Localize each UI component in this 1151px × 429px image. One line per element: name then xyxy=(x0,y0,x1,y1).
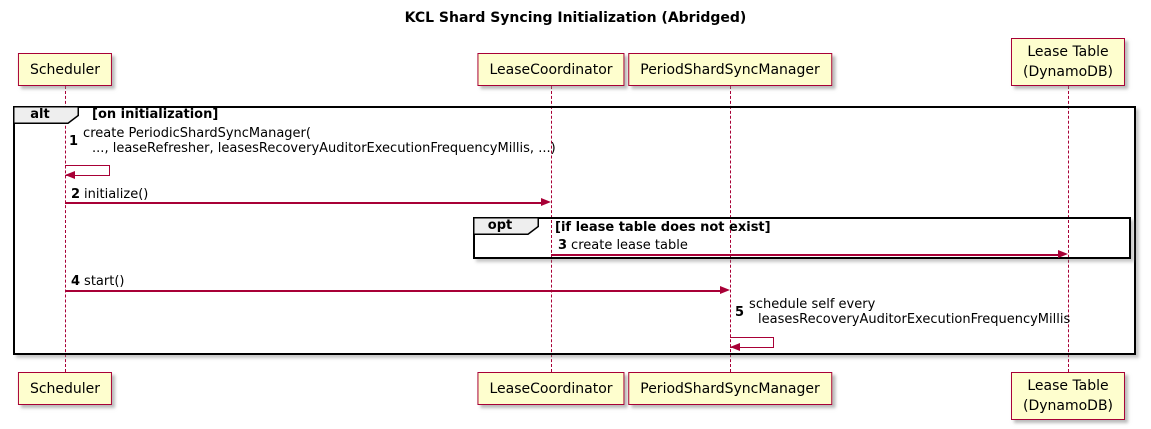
message-5-arrowhead xyxy=(730,343,740,351)
message-4-arrow-line xyxy=(65,290,724,292)
opt-frame-label-shape xyxy=(473,217,539,235)
opt-frame xyxy=(473,217,1131,259)
message-1-number: 1 xyxy=(69,133,79,149)
lifeline-lease-coordinator xyxy=(551,86,552,372)
participant-label: Scheduler xyxy=(29,61,101,78)
message-4-text: start() xyxy=(84,274,125,289)
message-1-line2: ..., leaseRefresher, leasesRecoveryAudit… xyxy=(92,141,556,156)
opt-frame-label: opt xyxy=(487,218,513,233)
message-2-text: initialize() xyxy=(84,187,149,202)
alt-condition: [on initialization] xyxy=(92,107,219,122)
message-2-arrow-line xyxy=(65,202,545,204)
lifeline-period-shard-sync-manager xyxy=(730,86,731,372)
participant-label: PeriodShardSyncManager xyxy=(640,61,820,78)
participant-scheduler-bottom: Scheduler xyxy=(17,372,113,405)
opt-condition: [if lease table does not exist] xyxy=(555,220,771,235)
participant-label-line2: (DynamoDB) xyxy=(1022,398,1114,414)
participant-lease-coordinator-top: LeaseCoordinator xyxy=(477,53,625,86)
message-3-arrow-line xyxy=(551,254,1062,256)
participant-period-shard-sync-manager-top: PeriodShardSyncManager xyxy=(628,53,832,86)
message-1: 1 create PeriodicShardSyncManager( ..., … xyxy=(69,126,556,156)
lifeline-lease-table xyxy=(1068,86,1069,372)
message-5-line2: leasesRecoveryAuditorExecutionFrequencyM… xyxy=(758,312,1071,327)
participant-label-line1: Lease Table xyxy=(1027,44,1109,60)
message-5: 5 schedule self every leasesRecoveryAudi… xyxy=(735,297,1070,327)
participant-label: LeaseCoordinator xyxy=(489,380,613,397)
message-1-arrowhead xyxy=(65,171,75,179)
participant-label: Scheduler xyxy=(29,380,101,397)
lifeline-scheduler xyxy=(65,86,66,372)
message-5-number: 5 xyxy=(735,304,745,320)
message-2-number: 2 xyxy=(71,187,81,202)
participant-lease-table-top: Lease Table (DynamoDB) xyxy=(1010,38,1126,86)
message-1-self-arrow xyxy=(65,165,110,176)
diagram-title: KCL Shard Syncing Initialization (Abridg… xyxy=(404,10,747,26)
message-3-number: 3 xyxy=(558,238,568,253)
message-5-line1: schedule self every xyxy=(749,297,876,312)
participant-lease-coordinator-bottom: LeaseCoordinator xyxy=(477,372,625,405)
participant-scheduler-top: Scheduler xyxy=(17,53,113,86)
alt-frame-label: alt xyxy=(30,107,50,122)
message-3-text: create lease table xyxy=(571,238,688,253)
message-3-arrowhead xyxy=(1058,250,1068,258)
participant-period-shard-sync-manager-bottom: PeriodShardSyncManager xyxy=(628,372,832,405)
alt-frame-label-shape xyxy=(13,106,79,124)
message-4-arrowhead xyxy=(720,286,730,294)
alt-frame xyxy=(13,106,1136,355)
participant-label-line2: (DynamoDB) xyxy=(1022,64,1114,80)
message-4-number: 4 xyxy=(71,274,81,289)
participant-label-line1: Lease Table xyxy=(1027,378,1109,394)
participant-label: LeaseCoordinator xyxy=(489,61,613,78)
message-5-self-arrow xyxy=(730,337,774,348)
participant-lease-table-bottom: Lease Table (DynamoDB) xyxy=(1010,372,1126,420)
participant-label: PeriodShardSyncManager xyxy=(640,380,820,397)
message-2-arrowhead xyxy=(541,198,551,206)
message-1-line1: create PeriodicShardSyncManager( xyxy=(83,126,311,141)
